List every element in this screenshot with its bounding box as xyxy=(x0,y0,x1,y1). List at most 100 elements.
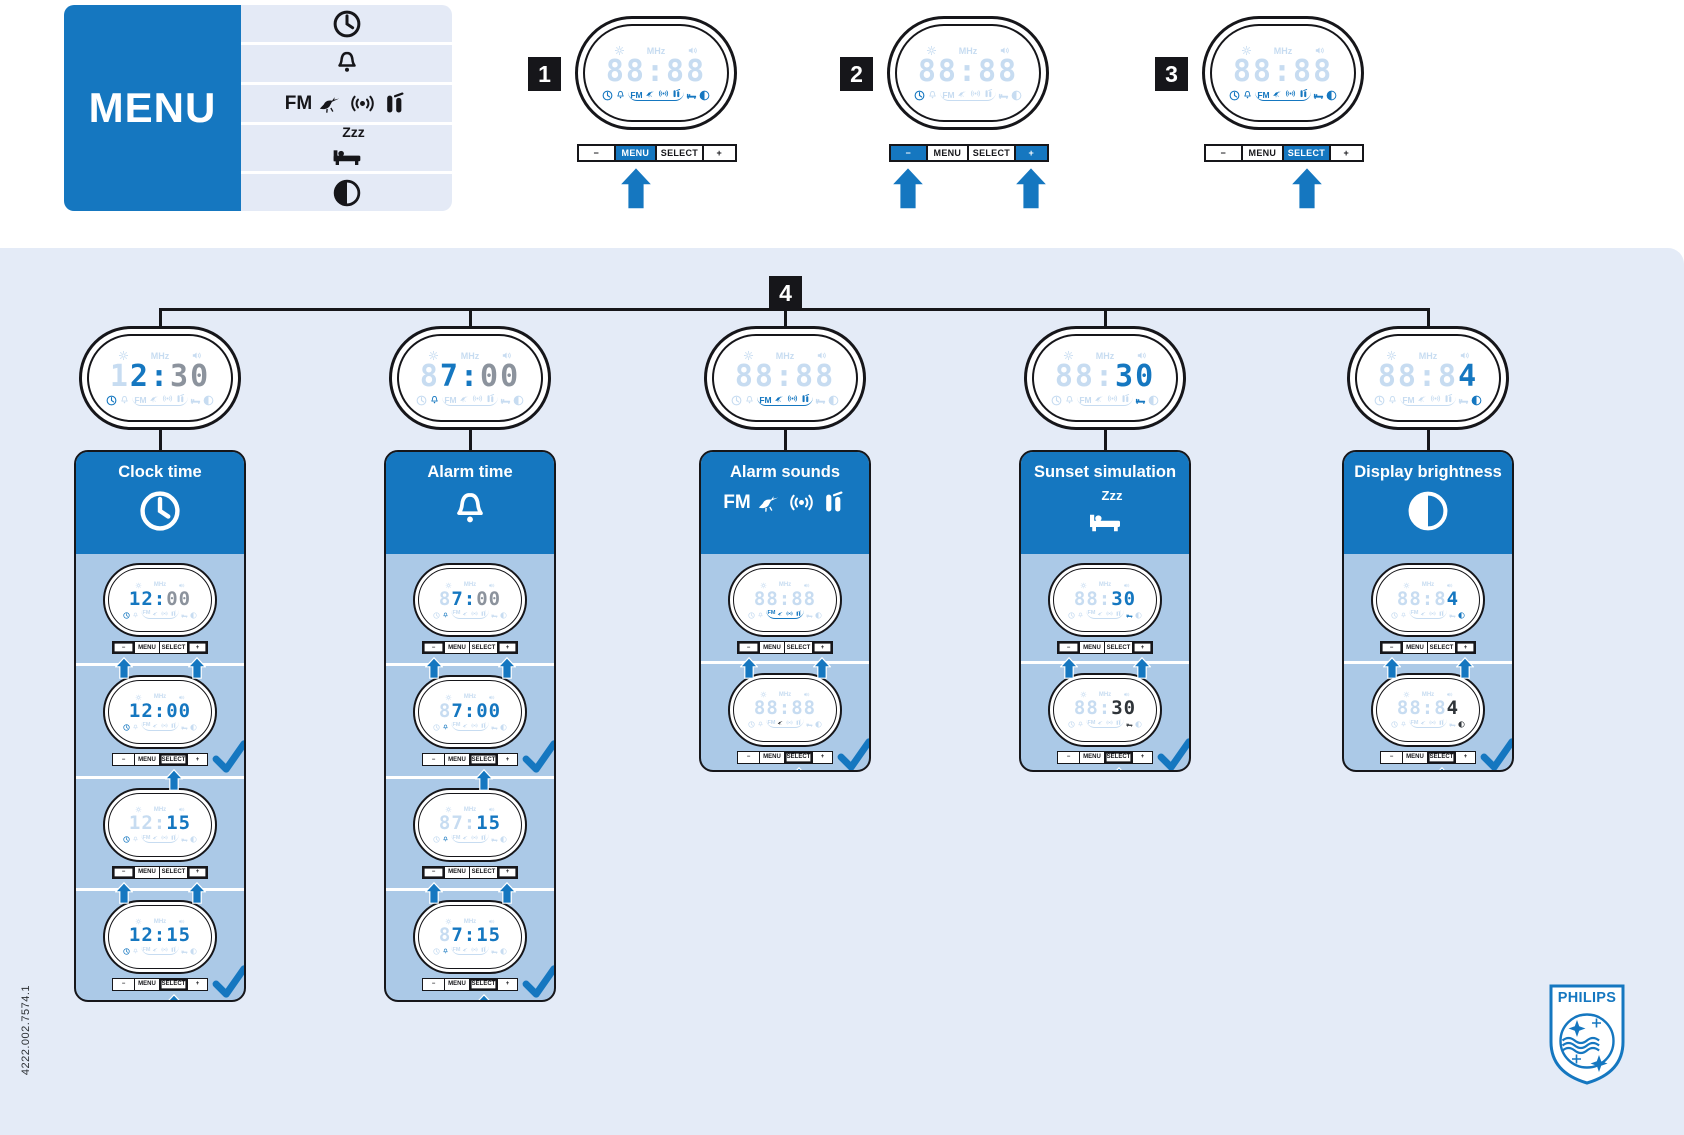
minus-button[interactable]: − xyxy=(1381,642,1402,653)
select-button[interactable]: SELECT xyxy=(469,642,497,653)
menu-button[interactable]: MENU xyxy=(925,146,968,160)
select-button[interactable]: SELECT xyxy=(1427,751,1455,763)
minus-button[interactable]: − xyxy=(423,642,444,653)
plus-button[interactable]: + xyxy=(1328,146,1362,160)
minus-button[interactable]: − xyxy=(121,981,126,988)
select-button[interactable]: SELECT xyxy=(1282,146,1329,160)
plus-button[interactable]: + xyxy=(1455,751,1475,763)
menu-button[interactable]: MENU xyxy=(613,146,656,160)
philips-shield-icon xyxy=(1549,984,1625,1085)
speaker-icon xyxy=(1459,350,1470,361)
minus-button[interactable]: − xyxy=(746,754,751,760)
plus-button[interactable]: + xyxy=(187,754,207,766)
menu-button[interactable]: MENU xyxy=(1402,642,1427,653)
minus-button[interactable]: − xyxy=(1066,754,1071,760)
minus-button[interactable]: − xyxy=(1058,642,1079,653)
menu-button[interactable]: MENU xyxy=(444,866,469,878)
sun-icon xyxy=(135,694,142,701)
lcd-digit: 0 xyxy=(178,699,192,722)
speaker-icon xyxy=(1446,582,1453,589)
minus-button[interactable]: − xyxy=(431,756,436,763)
menu-button[interactable]: MENU xyxy=(134,642,159,653)
menu-button[interactable]: MENU xyxy=(1079,751,1104,763)
select-button[interactable]: SELECT xyxy=(1104,642,1132,653)
alarm-sounds-group: FM xyxy=(1400,393,1456,406)
lcd-digit: 8 xyxy=(766,697,779,719)
select-button[interactable]: SELECT xyxy=(159,866,187,878)
menu-button[interactable]: MENU xyxy=(444,978,469,990)
menu-button[interactable]: MENU xyxy=(1240,146,1283,160)
select-button[interactable]: SELECT xyxy=(655,146,702,160)
radio-wave-icon xyxy=(161,610,168,617)
minus-button[interactable]: − xyxy=(1389,754,1394,760)
select-button[interactable]: SELECT xyxy=(1427,642,1455,653)
mhz-label: MHz xyxy=(1098,691,1112,698)
select-button[interactable]: SELECT xyxy=(159,754,187,766)
radio-wave-icon xyxy=(161,722,168,729)
radio-wave-icon xyxy=(1429,719,1436,726)
menu-button[interactable]: MENU xyxy=(134,978,159,990)
menu-button[interactable]: MENU xyxy=(134,754,159,766)
connector-line xyxy=(158,430,162,450)
menu-button[interactable]: MENU xyxy=(1402,751,1427,763)
select-button[interactable]: SELECT xyxy=(784,751,812,763)
select-button[interactable]: SELECT xyxy=(1104,751,1132,763)
menu-button[interactable]: MENU xyxy=(444,642,469,653)
minus-button[interactable]: − xyxy=(113,642,134,653)
plus-button[interactable]: + xyxy=(497,754,517,766)
chime-icon xyxy=(983,88,994,99)
minus-button[interactable]: − xyxy=(1220,148,1227,158)
plus-button[interactable]: + xyxy=(497,866,517,878)
select-button[interactable]: SELECT xyxy=(784,642,812,653)
select-button[interactable]: SELECT xyxy=(159,978,187,990)
select-button[interactable]: SELECT xyxy=(469,978,497,990)
plus-button[interactable]: + xyxy=(1013,146,1047,160)
select-button[interactable]: SELECT xyxy=(469,866,497,878)
minus-button[interactable]: − xyxy=(431,981,436,988)
menu-button[interactable]: MENU xyxy=(759,642,784,653)
select-button[interactable]: SELECT xyxy=(469,754,497,766)
fm-label: FM xyxy=(444,394,457,405)
plus-button[interactable]: + xyxy=(812,751,832,763)
menu-button[interactable]: MENU xyxy=(134,866,159,878)
lcd-digit: 8 xyxy=(1073,697,1087,719)
menu-button[interactable]: MENU xyxy=(759,751,784,763)
menu-button[interactable]: MENU xyxy=(444,754,469,766)
chime-icon xyxy=(1298,88,1309,99)
select-button[interactable]: SELECT xyxy=(967,146,1014,160)
lcd-digit: : xyxy=(459,359,481,394)
select-button[interactable]: SELECT xyxy=(159,642,187,653)
plus-button[interactable]: + xyxy=(497,642,517,653)
minus-button[interactable]: − xyxy=(593,148,600,158)
plus-button[interactable]: + xyxy=(1455,642,1475,653)
sunset-bed-icon xyxy=(1458,395,1469,406)
plus-button[interactable]: + xyxy=(1132,751,1152,763)
plus-button[interactable]: + xyxy=(187,866,207,878)
plus-button[interactable]: + xyxy=(187,978,207,990)
minus-button[interactable]: − xyxy=(891,146,926,160)
plus-button[interactable]: + xyxy=(1132,642,1152,653)
minus-button[interactable]: − xyxy=(738,642,759,653)
clock-icon xyxy=(416,395,427,406)
plus-button[interactable]: + xyxy=(812,642,832,653)
plus-button[interactable]: + xyxy=(701,146,735,160)
mhz-label: MHz xyxy=(1421,691,1435,698)
lcd-digit: 8 xyxy=(753,697,767,719)
minus-button[interactable]: − xyxy=(113,867,134,878)
contrast-icon xyxy=(1135,611,1143,619)
sunset-bed-icon xyxy=(181,612,188,619)
lcd-status-row: MHz xyxy=(1403,582,1453,589)
lcd-status-row: MHz xyxy=(926,45,1011,56)
menu-button[interactable]: MENU xyxy=(1079,642,1104,653)
plus-button[interactable]: + xyxy=(187,642,207,653)
minus-button[interactable]: − xyxy=(423,867,444,878)
plus-button[interactable]: + xyxy=(497,978,517,990)
sunset-bed-icon xyxy=(491,948,498,955)
minus-button[interactable]: − xyxy=(121,756,126,763)
speaker-icon xyxy=(488,694,495,701)
